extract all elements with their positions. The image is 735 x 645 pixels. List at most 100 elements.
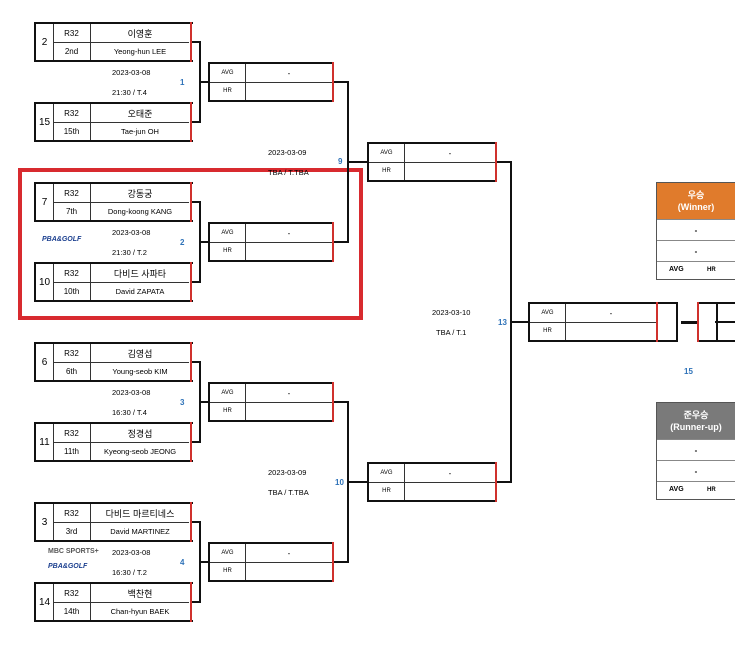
runner-up-header: 준우승 (Runner-up) bbox=[657, 403, 735, 439]
bracket-accent bbox=[495, 142, 497, 182]
player-korean-name: 백찬현 bbox=[91, 584, 189, 603]
bracket-connector bbox=[715, 321, 735, 323]
player-korean-name: 강동궁 bbox=[91, 184, 189, 203]
player-card[interactable]: 15 R32 15th 오태준 Tae-jun OH bbox=[34, 102, 193, 142]
player-korean-name: 정경섭 bbox=[91, 424, 189, 443]
match-score-box[interactable]: AVG- HR bbox=[208, 382, 332, 422]
player-seed: 2 bbox=[36, 24, 54, 60]
bracket-connector bbox=[192, 41, 200, 43]
bracket-accent bbox=[190, 502, 192, 542]
bracket-connector bbox=[334, 81, 348, 83]
avg-label: AVG bbox=[369, 144, 405, 162]
bracket-connector bbox=[199, 401, 208, 403]
match-score-box[interactable]: AVG- HR bbox=[208, 222, 332, 262]
player-english-name: Chan-hyun BAEK bbox=[110, 606, 170, 616]
round-label: R32 bbox=[53, 344, 91, 363]
player-card[interactable]: 14 R32 14th 백찬현 Chan-hyun BAEK bbox=[34, 582, 193, 622]
player-card[interactable]: 7 R32 7th 강동궁 Dong-koong KANG bbox=[34, 182, 193, 222]
bracket-connector bbox=[347, 481, 367, 483]
winner-name-en: - bbox=[657, 240, 735, 261]
bracket-accent bbox=[190, 102, 192, 142]
bracket-accent bbox=[190, 22, 192, 62]
match-date: 2023-03-09 bbox=[268, 468, 307, 477]
match-score-box[interactable]: AVG- HR bbox=[367, 142, 495, 182]
hr-label: HR bbox=[369, 162, 405, 180]
bracket-accent bbox=[332, 542, 334, 582]
match-time: 16:30 / T.4 bbox=[112, 408, 147, 417]
hr-label: HR bbox=[210, 242, 246, 260]
match-score-box[interactable]: AVG- HR bbox=[208, 62, 332, 102]
bracket-connector bbox=[334, 401, 348, 403]
runner-up-name: - bbox=[657, 439, 735, 460]
hr-value bbox=[246, 402, 332, 420]
match-score-box[interactable]: AVG- HR bbox=[367, 462, 495, 502]
avg-label: AVG bbox=[210, 224, 246, 242]
hr-value bbox=[246, 562, 332, 580]
player-rank: 2nd bbox=[53, 42, 91, 60]
bracket-connector bbox=[192, 121, 200, 123]
avg-label: AVG bbox=[369, 464, 405, 482]
bracket-connector bbox=[716, 302, 718, 342]
player-rank: 11th bbox=[53, 442, 91, 460]
match-number: 2 bbox=[180, 238, 185, 247]
player-seed: 15 bbox=[36, 104, 54, 140]
winner-subtitle: (Winner) bbox=[677, 202, 715, 212]
player-card[interactable]: 10 R32 10th 다비드 사파타 David ZAPATA bbox=[34, 262, 193, 302]
match-score-box[interactable]: AVG- HR bbox=[208, 542, 332, 582]
match-time: TBA / T.TBA bbox=[268, 168, 309, 177]
runner-up-stats: AVG HR bbox=[657, 481, 735, 499]
hr-label: HR bbox=[210, 562, 246, 580]
round-label: R32 bbox=[53, 264, 91, 283]
player-korean-name: 오태준 bbox=[91, 104, 189, 123]
match-date: 2023-03-08 bbox=[112, 68, 151, 77]
bracket-connector bbox=[192, 601, 200, 603]
player-korean-name: 김영섭 bbox=[91, 344, 189, 363]
match-date: 2023-03-08 bbox=[112, 548, 151, 557]
round-label: R32 bbox=[53, 24, 91, 43]
winner-name: - bbox=[657, 219, 735, 240]
round-label: R32 bbox=[53, 104, 91, 123]
bracket-connector bbox=[192, 361, 200, 363]
hr-value bbox=[246, 82, 332, 100]
match-number: 15 bbox=[684, 367, 693, 376]
match-date: 2023-03-08 bbox=[112, 388, 151, 397]
bracket-accent bbox=[656, 302, 658, 342]
round-label: R32 bbox=[53, 584, 91, 603]
bracket-connector bbox=[192, 281, 200, 283]
player-english-name: David MARTINEZ bbox=[110, 526, 170, 536]
match-score-box[interactable]: AVG- HR bbox=[528, 302, 656, 342]
winner-title: 우승 bbox=[687, 190, 705, 200]
match-number: 3 bbox=[180, 398, 185, 407]
hr-label: HR bbox=[530, 322, 566, 340]
player-korean-name: 다비드 마르티네스 bbox=[91, 504, 189, 523]
bracket-connector bbox=[334, 561, 348, 563]
bracket-connector bbox=[510, 321, 528, 323]
player-english-name: Young-seob KIM bbox=[112, 366, 168, 376]
player-korean-name: 이영훈 bbox=[91, 24, 189, 43]
bracket-connector bbox=[192, 521, 200, 523]
player-seed: 14 bbox=[36, 584, 54, 620]
hr-label: HR bbox=[210, 82, 246, 100]
match-date: 2023-03-08 bbox=[112, 228, 151, 237]
final-box-left[interactable] bbox=[658, 302, 678, 342]
match-number: 13 bbox=[498, 318, 507, 327]
bracket-connector bbox=[192, 441, 200, 443]
bracket-connector bbox=[347, 161, 367, 163]
match-time: 21:30 / T.4 bbox=[112, 88, 147, 97]
bracket-connector bbox=[199, 561, 208, 563]
avg-value: - bbox=[609, 308, 613, 318]
player-card[interactable]: 2 R32 2nd 이영훈 Yeong-hun LEE bbox=[34, 22, 193, 62]
player-english-name: Tae-jun OH bbox=[121, 126, 159, 136]
player-card[interactable]: 6 R32 6th 김영섭 Young-seob KIM bbox=[34, 342, 193, 382]
bracket-accent bbox=[190, 342, 192, 382]
match-time: TBA / T.TBA bbox=[268, 488, 309, 497]
runner-up-subtitle: (Runner-up) bbox=[670, 422, 722, 432]
avg-label: AVG bbox=[210, 384, 246, 402]
mbc-sports-logo: MBC SPORTS+ bbox=[48, 548, 99, 555]
avg-label: AVG bbox=[669, 486, 684, 493]
player-english-name: Kyeong-seob JEONG bbox=[103, 446, 177, 456]
pba-golf-logo: PBA&GOLF bbox=[48, 563, 88, 570]
player-card[interactable]: 3 R32 3rd 다비드 마르티네스 David MARTINEZ bbox=[34, 502, 193, 542]
player-card[interactable]: 11 R32 11th 정경섭 Kyeong-seob JEONG bbox=[34, 422, 193, 462]
bracket-accent bbox=[495, 462, 497, 502]
